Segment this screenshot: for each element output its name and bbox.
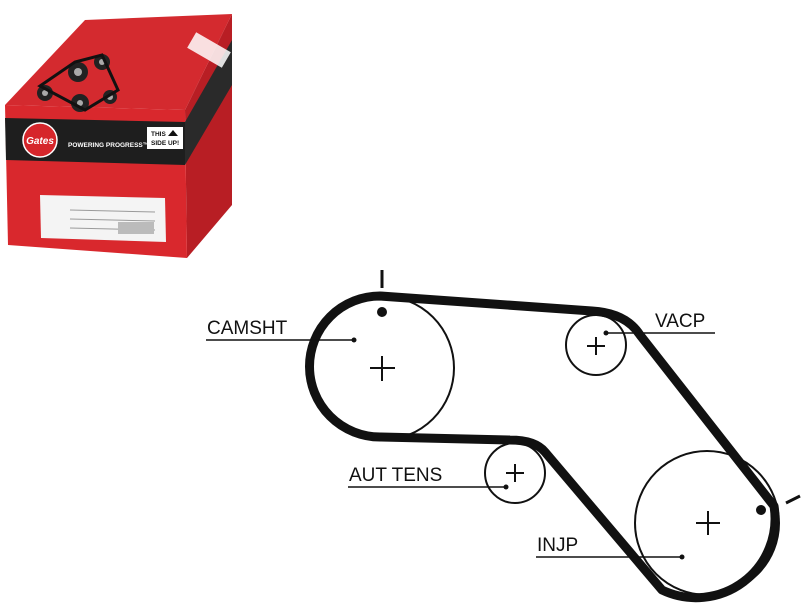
auto-tensioner-label: AUT TENS [349,465,442,486]
injection-pump-timing-dot [756,505,766,515]
this-side-up-label: THIS SIDE UP! [147,127,183,149]
box-pulleys-illustration [37,53,120,112]
camshaft-leader [206,337,357,343]
box-product-label [40,195,166,242]
injection-pump-center-mark [696,511,720,535]
box-side-band [185,40,232,165]
belt-routing-diagram: CAMSHT VACP AUT TENS INJP [206,270,801,603]
svg-text:THIS: THIS [151,131,166,138]
camshaft-label: CAMSHT [207,318,288,339]
up-arrow-icon [168,130,178,136]
vacuum-pump-center-mark [587,337,605,355]
injection-pump-leader [536,554,685,560]
camshaft-center-mark [370,356,395,381]
vacuum-pump-label: VACP [655,311,705,332]
slogan-text: POWERING PROGRESS™ [68,142,149,149]
gates-logo: Gates [22,122,58,158]
injection-pump-label: INJP [537,535,578,556]
box-barcode [118,222,154,234]
vacuum-pump-leader [603,330,715,336]
svg-text:SIDE UP!: SIDE UP! [151,140,179,147]
product-box: Gates POWERING PROGRESS™ THIS SIDE UP! [5,14,232,258]
timing-belt [305,291,780,603]
injection-pump-timing-tick [785,494,801,505]
auto-tensioner-center-mark [506,464,524,482]
brand-text: Gates [26,136,54,147]
camshaft-timing-dot [377,307,387,317]
side-logo-mark [187,32,231,68]
auto-tensioner-leader [348,484,509,490]
box-top-face [5,14,232,110]
